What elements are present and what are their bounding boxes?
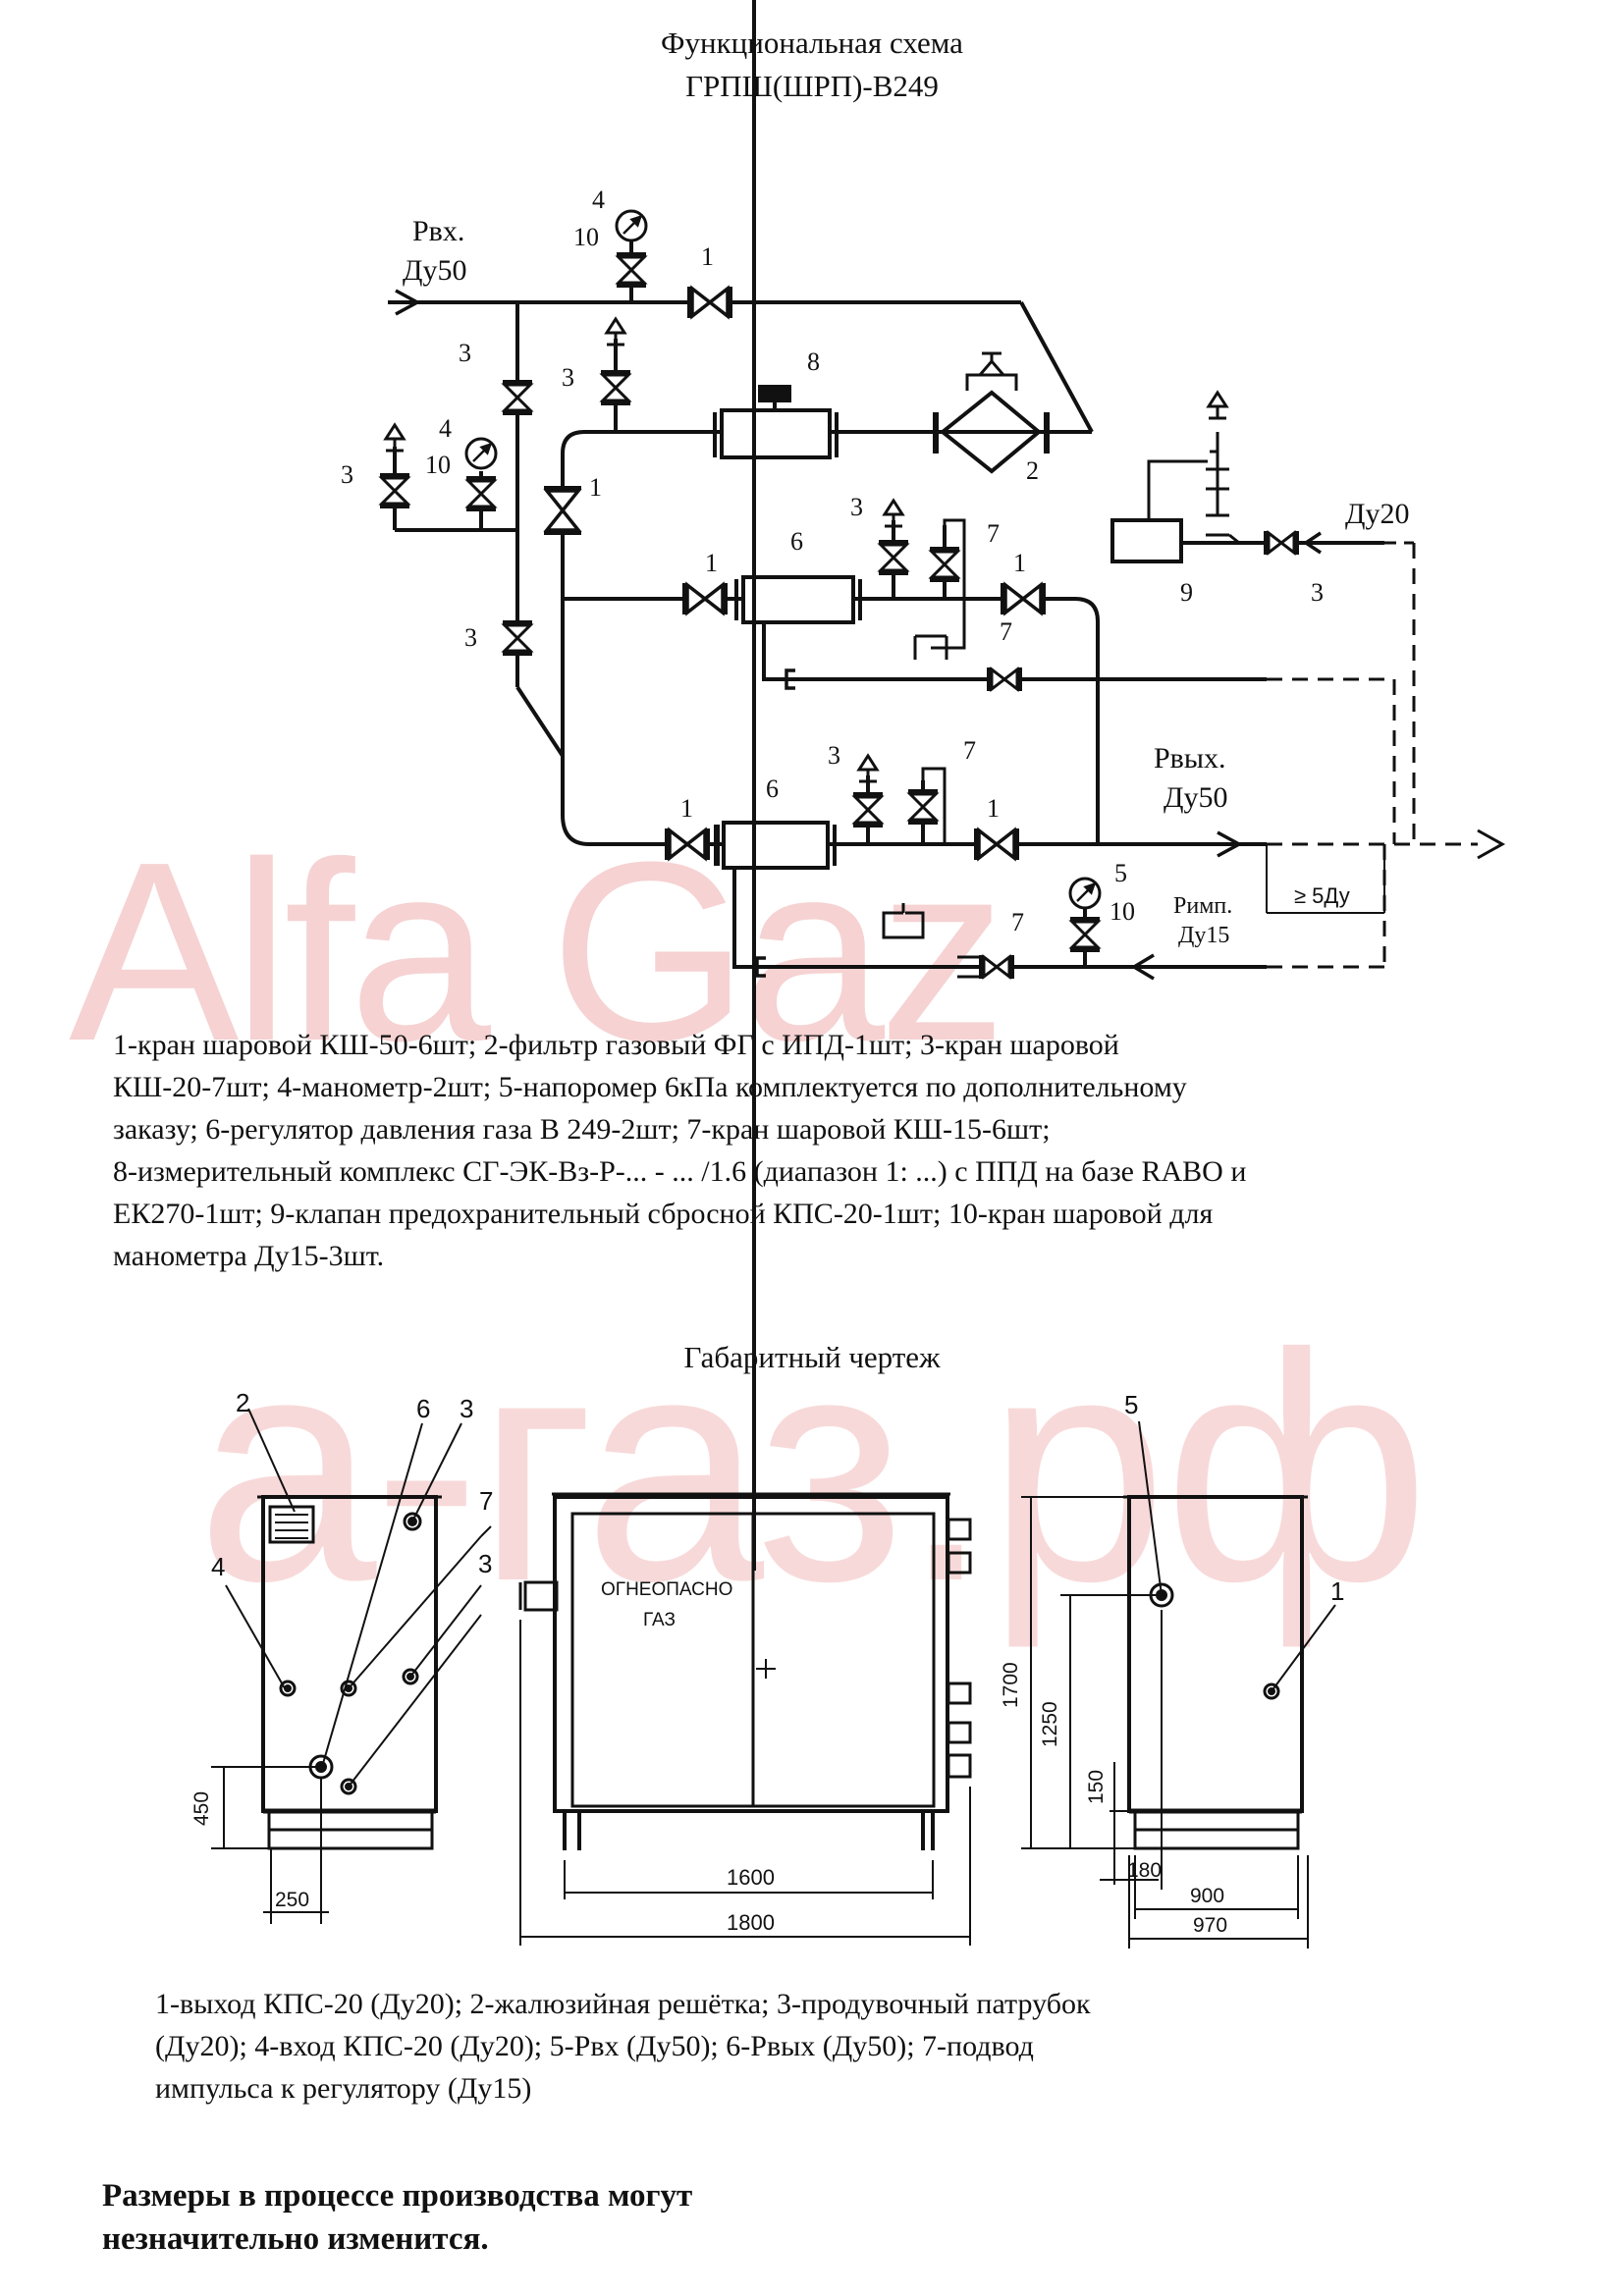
- num-3: 3: [828, 741, 840, 770]
- dim-250: 250: [275, 1889, 309, 1911]
- dim-970: 970: [1193, 1914, 1227, 1937]
- num-10: 10: [425, 451, 451, 479]
- num-7: 7: [987, 519, 1000, 548]
- scheme-legend-line: ЕК270-1шт; 9-клапан предохранительный сб…: [113, 1198, 1214, 1230]
- num-2: 2: [1026, 456, 1039, 485]
- num-3: 3: [459, 339, 471, 367]
- label-outlet-dn: Ду50: [1164, 781, 1227, 814]
- num-1: 1: [680, 794, 693, 823]
- num-1: 1: [705, 549, 718, 577]
- footer-note-line: Размеры в процессе производства могут: [102, 2178, 693, 2214]
- num-7: 7: [963, 736, 976, 765]
- dd-num-1: 1: [1330, 1576, 1344, 1606]
- dd-num-6: 6: [416, 1394, 430, 1423]
- functional-scheme: Рвх. Ду50 Рвых. Ду50 Ду20 Римп. Ду15 ≥ 5…: [341, 186, 1506, 981]
- scheme-legend-line: 8-измерительный комплекс СГ-ЭК-Вз-Р-... …: [113, 1155, 1247, 1188]
- num-5: 5: [1114, 859, 1127, 887]
- label-distance: ≥ 5Ду: [1294, 883, 1350, 908]
- num-3: 3: [850, 493, 863, 521]
- label-inlet: Рвх.: [412, 215, 464, 247]
- dd-num-5: 5: [1124, 1390, 1138, 1419]
- num-6: 6: [790, 527, 803, 556]
- door-text-2: ГАЗ: [643, 1610, 676, 1630]
- label-relief-dn: Ду20: [1345, 498, 1409, 530]
- scheme-legend: 1-кран шаровой КШ-50-6шт; 2-фильтр газов…: [113, 1024, 1517, 1277]
- num-8: 8: [807, 347, 820, 376]
- scheme-legend-line: КШ-20-7шт; 4-манометр-2шт; 5-напоромер 6…: [113, 1071, 1187, 1103]
- scheme-legend-line: заказу; 6-регулятор давления газа В 249-…: [113, 1113, 1051, 1146]
- label-inlet-dn: Ду50: [403, 254, 466, 287]
- door-text-1: ОГНЕОПАСНО: [601, 1579, 732, 1600]
- num-3: 3: [341, 460, 353, 489]
- scheme-legend-line: манометра Ду15-3шт.: [113, 1240, 385, 1272]
- dd-num-3: 3: [478, 1549, 492, 1578]
- num-7: 7: [1000, 617, 1012, 646]
- side-view-left: [211, 1408, 492, 1924]
- label-impulse: Римп.: [1173, 893, 1232, 919]
- num-1: 1: [701, 242, 714, 271]
- scheme-legend-line: 1-кран шаровой КШ-50-6шт; 2-фильтр газов…: [113, 1029, 1119, 1061]
- dim-900: 900: [1190, 1885, 1224, 1907]
- num-6: 6: [766, 774, 779, 803]
- dd-num-4: 4: [211, 1552, 225, 1581]
- footer-note: Размеры в процессе производства могут не…: [102, 2174, 986, 2261]
- dd-num-3: 3: [460, 1394, 473, 1423]
- dim-1700: 1700: [1000, 1662, 1022, 1708]
- dd-num-2: 2: [236, 1388, 249, 1417]
- dim-180: 180: [1127, 1859, 1162, 1882]
- drawing-legend-line: (Ду20); 4-вход КПС-20 (Ду20); 5-Рвх (Ду5…: [155, 2030, 1034, 2062]
- num-1: 1: [589, 473, 602, 502]
- footer-note-line: незначительно изменится.: [102, 2221, 489, 2257]
- scheme-title: Функциональная схема: [661, 26, 963, 60]
- drawing-legend-line: импульса к регулятору (Ду15): [155, 2072, 532, 2105]
- label-impulse-dn: Ду15: [1178, 923, 1229, 948]
- scheme-subtitle: ГРПШ(ШРП)-В249: [685, 69, 939, 103]
- dim-1800: 1800: [727, 1910, 775, 1935]
- num-7: 7: [1011, 908, 1024, 936]
- drawing-legend-line: 1-выход КПС-20 (Ду20); 2-жалюзийная решё…: [155, 1988, 1091, 2020]
- num-3: 3: [464, 623, 477, 652]
- dim-150: 150: [1085, 1770, 1108, 1804]
- num-4: 4: [592, 186, 605, 214]
- dim-1600: 1600: [727, 1865, 775, 1890]
- dim-1250: 1250: [1039, 1701, 1061, 1747]
- drawing-title: Габаритный чертеж: [683, 1340, 941, 1374]
- label-outlet: Рвых.: [1154, 742, 1226, 774]
- dim-450: 450: [190, 1791, 213, 1826]
- dd-num-7: 7: [479, 1486, 493, 1516]
- side-view-right: [1021, 1420, 1336, 1949]
- num-3: 3: [1311, 578, 1324, 607]
- num-4: 4: [439, 414, 452, 443]
- num-1: 1: [987, 794, 1000, 823]
- num-10: 10: [573, 223, 599, 251]
- num-10: 10: [1110, 897, 1135, 926]
- num-1: 1: [1013, 549, 1026, 577]
- num-9: 9: [1180, 578, 1193, 607]
- num-3: 3: [562, 363, 574, 392]
- drawing-legend: 1-выход КПС-20 (Ду20); 2-жалюзийная решё…: [155, 1983, 1333, 2109]
